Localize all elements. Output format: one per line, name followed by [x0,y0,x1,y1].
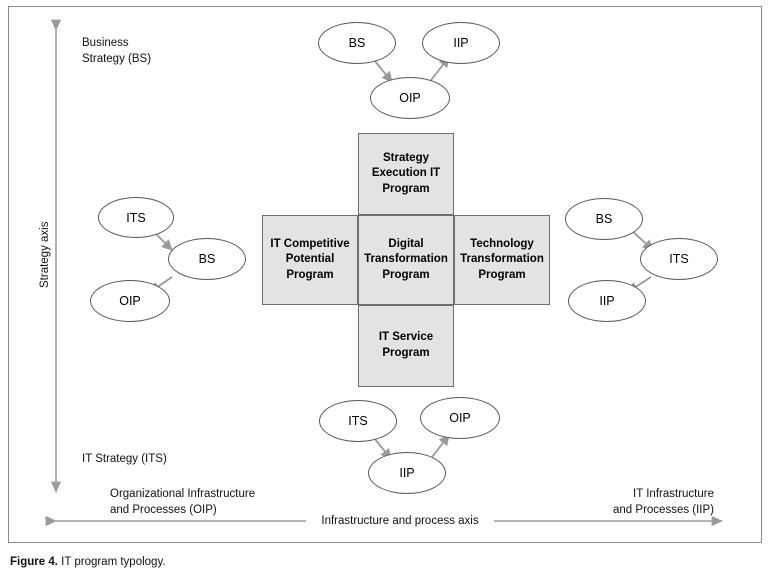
node-top-oip[interactable]: OIP [370,77,450,119]
axis-label-organizational-infrastructure: Organizational Infrastructure and Proces… [110,487,310,518]
node-bottom-its[interactable]: ITS [319,400,397,442]
business-strategy-line1: Business [82,37,129,49]
box-left-text: IT Competitive Potential Program [266,237,353,284]
box-right-line3: Program [478,268,526,281]
box-center-line2: Transformation [364,253,448,266]
iip-corner-line1: IT Infrastructure [633,488,714,500]
box-right-line2: Transformation [460,253,544,266]
node-left-oip[interactable]: OIP [90,280,170,322]
node-bottom-oip-label: OIP [449,411,471,425]
box-center-line3: Program [382,268,430,281]
axis-label-it-strategy: IT Strategy (ITS) [82,453,167,465]
box-strategy-execution-text: Strategy Execution IT Program [368,151,444,198]
node-right-bs[interactable]: BS [565,198,643,240]
node-left-bs-label: BS [198,252,216,266]
business-strategy-line2: Strategy (BS) [82,52,152,65]
box-center-line1: Digital [388,237,424,250]
node-left-its-label: ITS [126,210,146,225]
node-top-iip-label: IIP [453,36,469,50]
node-top-bs[interactable]: BS [318,22,396,64]
node-top-iip[interactable]: IIP [422,22,500,64]
node-top-oip-label: OIP [399,91,421,105]
iip-corner-line2: and Processes (IIP) [613,503,714,516]
node-left-oip-label: OIP [119,294,141,308]
oip-corner-line1: Organizational Infrastructure [110,488,256,500]
node-right-bs-label: BS [595,212,613,226]
box-right-line1: Technology [470,237,534,250]
box-technology-transformation-program[interactable]: Technology Transformation Program [454,215,550,305]
box-top-line3: Program [382,182,430,195]
node-bottom-its-label: ITS [348,414,368,428]
box-it-service-program[interactable]: IT Service Program [358,305,454,387]
box-right-text: Technology Transformation Program [456,237,548,284]
box-bottom-line1: IT Service [378,331,434,344]
box-top-line1: Strategy [382,151,430,164]
axis-label-infrastructure-process-axis: Infrastructure and process axis [306,514,494,530]
box-it-competitive-potential-program[interactable]: IT Competitive Potential Program [262,215,358,305]
box-left-line1: IT Competitive [270,237,350,250]
figure-caption: Figure 4. IT program typology. [10,556,166,568]
box-digital-transformation-program[interactable]: Digital Transformation Program [358,215,454,305]
box-center-text: Digital Transformation Program [360,237,452,284]
node-left-bs[interactable]: BS [168,238,246,280]
figure-caption-text: IT program typology. [57,556,166,568]
figure-caption-label: Figure 4. [10,556,58,568]
box-strategy-execution-it-program[interactable]: Strategy Execution IT Program [358,133,454,215]
box-bottom-text: IT Service Program [375,330,437,361]
oip-corner-line2: and Processes (OIP) [110,503,217,516]
box-left-line2: Potential [285,253,335,266]
box-bottom-line2: Program [382,347,430,359]
box-top-line2: Execution IT [371,167,441,180]
node-bottom-oip[interactable]: OIP [420,397,500,439]
node-right-iip[interactable]: IIP [568,280,646,322]
node-right-iip-label: IIP [599,294,615,308]
node-bottom-iip[interactable]: IIP [368,452,446,494]
node-top-bs-label: BS [348,36,366,50]
axis-label-it-infrastructure: IT Infrastructure and Processes (IIP) [528,487,714,518]
node-bottom-iip-label: IIP [399,466,415,480]
axis-label-business-strategy: Business Strategy (BS) [82,36,222,67]
box-left-line3: Program [286,268,334,281]
node-left-its[interactable]: ITS [98,197,174,238]
axis-label-strategy-axis: Strategy axis [39,221,51,288]
node-right-its-label: ITS [669,252,689,266]
node-right-its[interactable]: ITS [640,238,718,280]
